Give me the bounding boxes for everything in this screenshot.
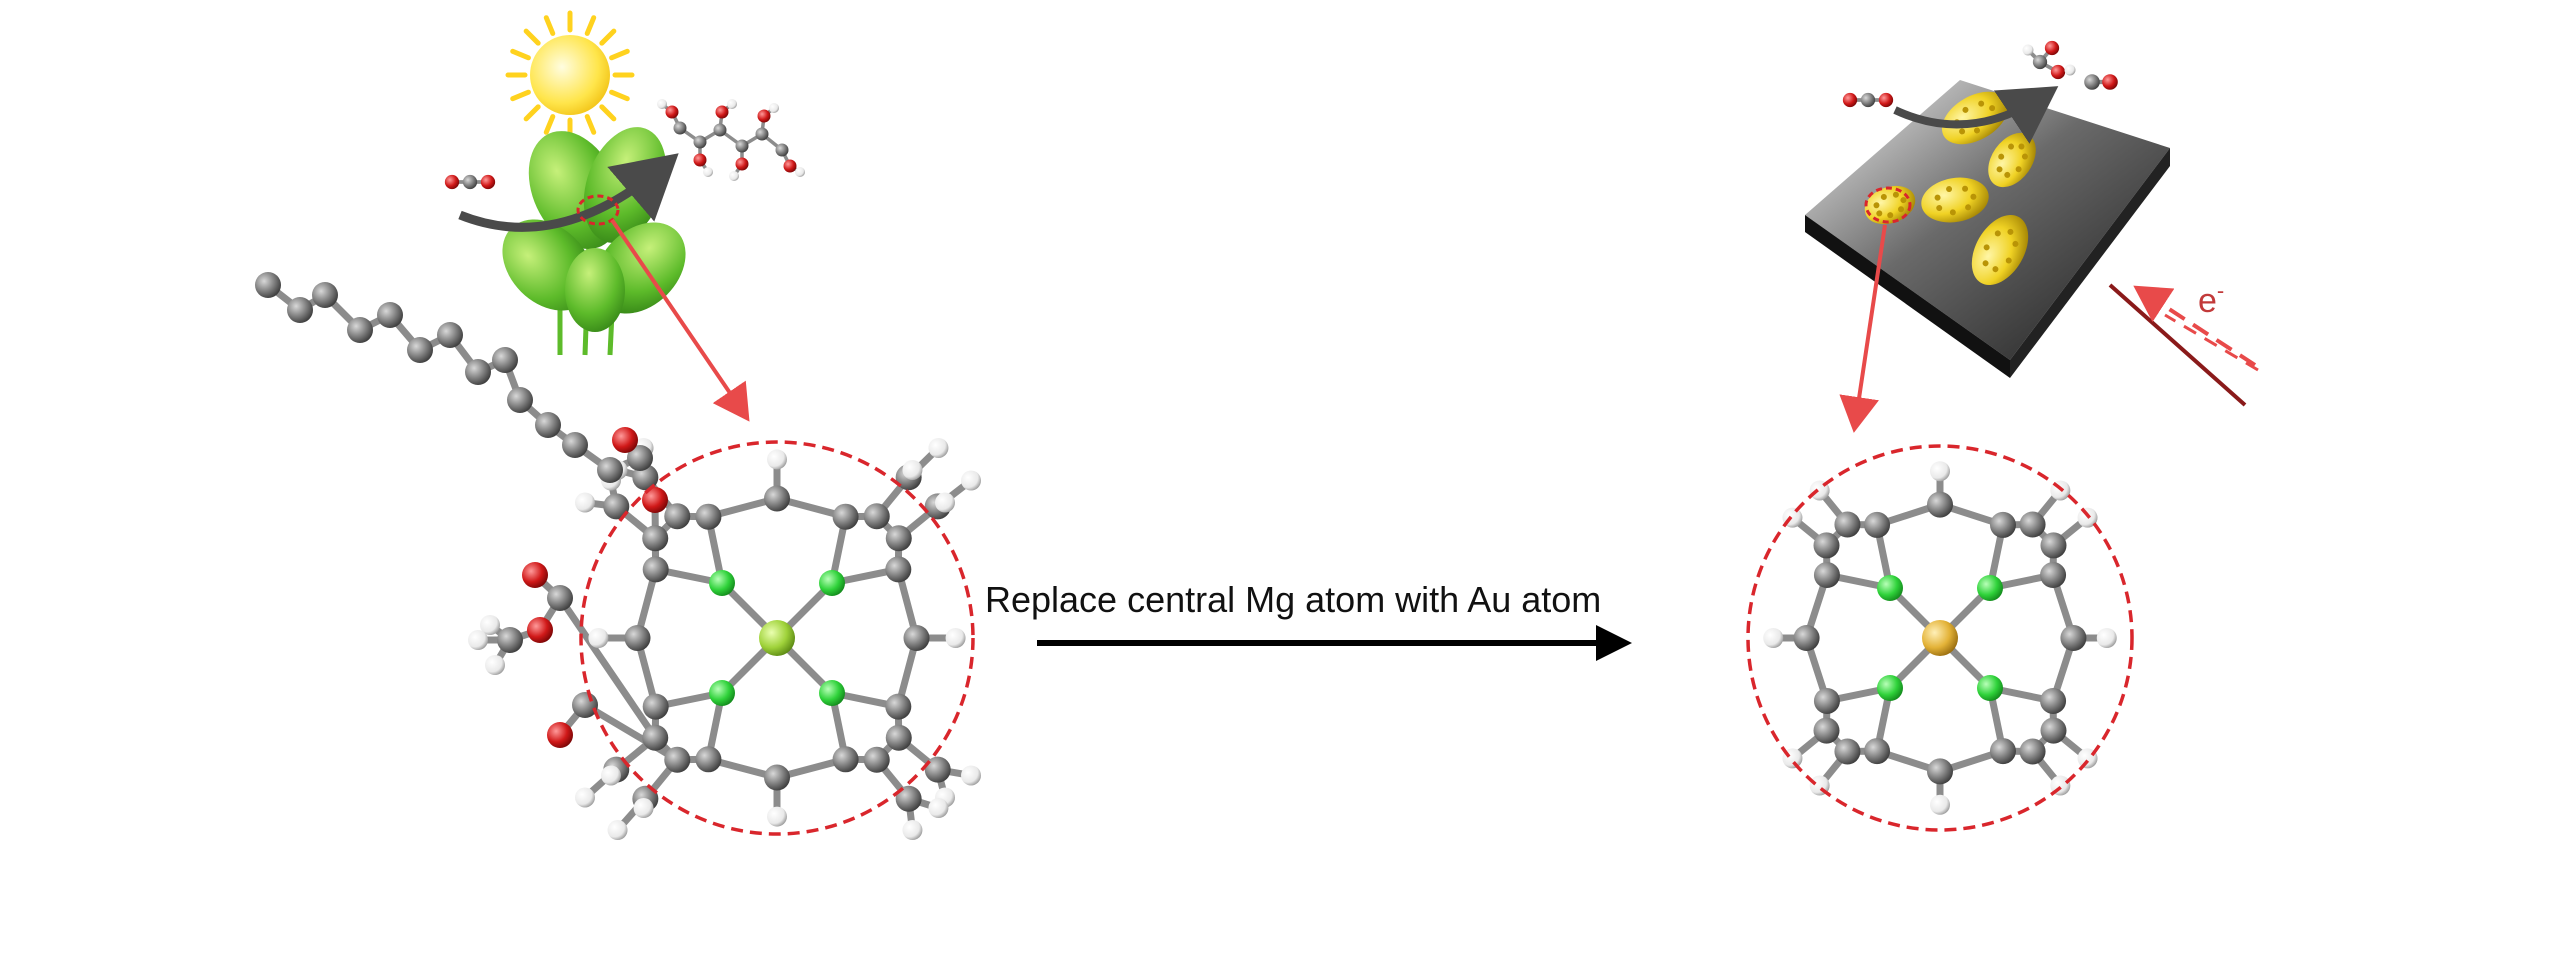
- nanoparticles: [1864, 91, 2036, 286]
- catalyst-sheet-icon: [1805, 80, 2170, 378]
- chlorophyll-highlight-arrow: [576, 194, 750, 422]
- glucose-molecule-icon: [657, 99, 805, 181]
- plant-icon: [502, 127, 686, 356]
- formic-acid-molecule-icon: [2022, 40, 2076, 80]
- co2-molecule-icon-right: [1842, 92, 1894, 108]
- replace-arrow-label: Replace central Mg atom with Au atom: [985, 579, 1601, 620]
- sun-icon: [505, 10, 635, 140]
- electron-label: e-: [2198, 278, 2224, 320]
- photosynthesis-flow-arrow: [458, 153, 679, 232]
- chlorophyll-molecule: [255, 272, 982, 841]
- catalysis-flow-arrow: [1893, 86, 2059, 144]
- co2-molecule-icon-left: [444, 174, 496, 190]
- au-site-highlight-arrow: [1839, 186, 1912, 433]
- co-molecule-icon: [2084, 74, 2118, 90]
- electron-input-arrow: [2108, 283, 2259, 407]
- au-center-highlight-circle: [1746, 444, 2134, 832]
- mg-center-highlight-circle: [579, 440, 975, 836]
- au-porphyrin-molecule: [1763, 461, 2117, 815]
